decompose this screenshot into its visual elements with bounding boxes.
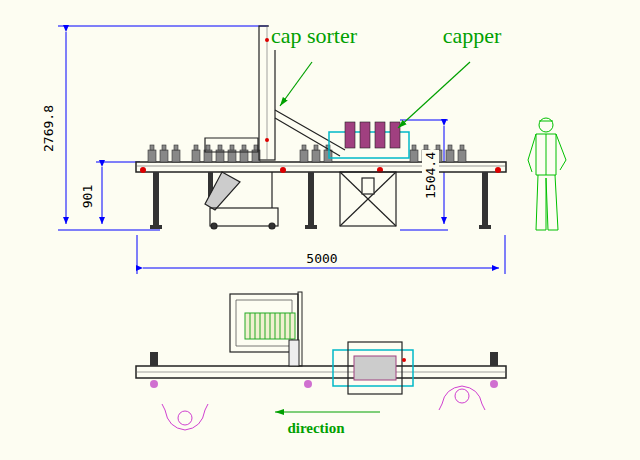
capper-side [329, 122, 409, 226]
dimension-text: 901 [79, 182, 96, 209]
bottles [148, 145, 466, 162]
dimension-text: 5000 [304, 250, 339, 267]
callout-label: cap sorter [269, 22, 359, 50]
cap-sorter-marks [265, 38, 269, 142]
plan-view [136, 292, 506, 430]
callout-label: capper [441, 22, 504, 50]
conveyor-side [136, 162, 506, 229]
dimension-text: 2769.8 [40, 103, 57, 154]
direction-label: direction [285, 419, 346, 438]
cap-sorter-side [205, 26, 345, 229]
dimension-lines [58, 26, 505, 274]
person-figure [528, 118, 566, 230]
callout-leaders [280, 62, 470, 128]
dimension-text: 1504.4 [422, 150, 439, 201]
